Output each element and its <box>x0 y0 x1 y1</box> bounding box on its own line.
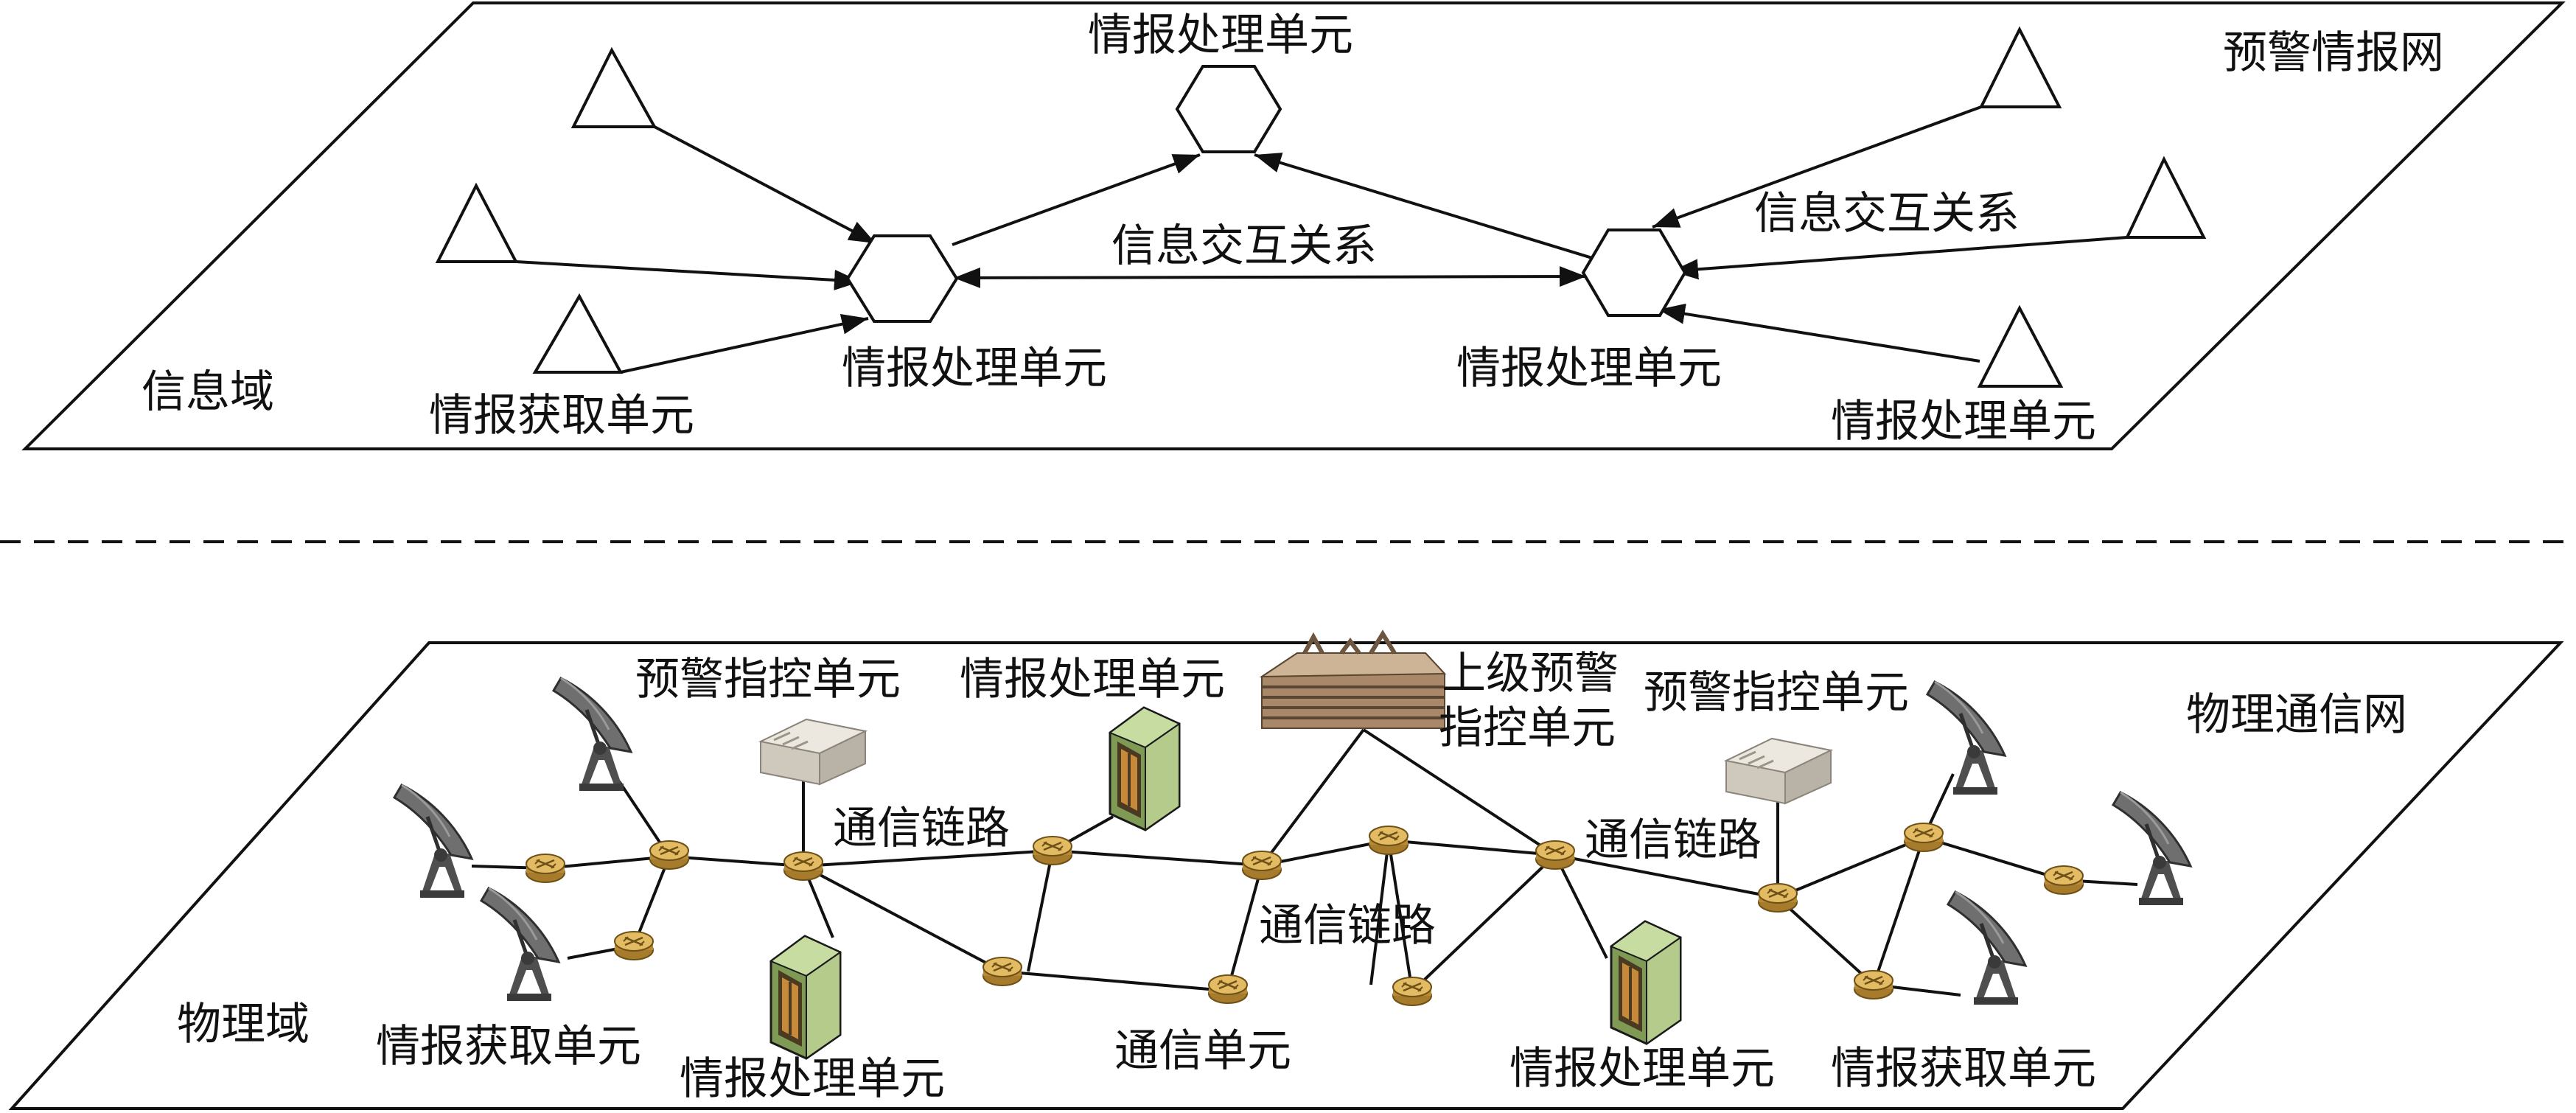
link <box>1554 854 1779 899</box>
link <box>1388 839 1556 856</box>
hexagon-icon <box>1175 65 1282 153</box>
label-link-center: 通信链路 <box>1259 900 1436 952</box>
link <box>1776 896 1875 986</box>
edge-acq-mr-to-proc-right <box>1671 236 2128 280</box>
link <box>1387 840 1414 992</box>
link <box>1923 836 2064 882</box>
router-icon <box>1903 822 1944 853</box>
label-left-processing: 情报处理单元 <box>842 343 1107 394</box>
router-icon <box>1853 969 1894 1000</box>
info-domain-label: 信息域 <box>142 366 274 418</box>
label-link-right: 通信链路 <box>1585 814 1762 866</box>
processing-units <box>845 65 1687 323</box>
server-icon <box>1610 920 1682 1045</box>
label-acquisition-left: 情报获取单元 <box>429 390 694 442</box>
label-acquisition-right: 情报获取单元 <box>1831 1043 2096 1095</box>
triangle-icon <box>570 46 657 128</box>
link <box>1002 970 1210 991</box>
label-superior-line2: 指控单元 <box>1439 702 1616 754</box>
edge-proc-left-to-right <box>953 266 1587 288</box>
router-icon <box>649 840 690 870</box>
label-command-right: 预警指控单元 <box>1644 667 1909 719</box>
router-icon <box>982 956 1023 987</box>
link <box>1362 728 1557 856</box>
link <box>1261 839 1389 867</box>
info-network-label: 预警情报网 <box>2223 27 2444 79</box>
label-acquisition-left: 情报获取单元 <box>376 1021 641 1072</box>
router-icon <box>1757 882 1798 913</box>
edge-top-to-proc-right <box>1254 153 1593 259</box>
info-plane <box>21 1 2566 450</box>
label-superior-line1: 上级预警 <box>1442 648 1619 699</box>
router-icon <box>2043 865 2084 896</box>
edge-acq-br-to-proc-right <box>1658 303 1980 363</box>
label-comm-unit: 通信单元 <box>1114 1025 1291 1077</box>
acquisition-units <box>435 26 2207 388</box>
link <box>632 856 671 946</box>
router-icon <box>1207 974 1249 1005</box>
triangle-icon <box>1978 26 2062 108</box>
label-acquisition-right: 情报处理单元 <box>1831 396 2096 447</box>
link <box>1872 837 1925 985</box>
link <box>1226 865 1263 990</box>
link <box>545 855 670 870</box>
router-icon <box>1392 976 1433 1007</box>
label-processing-bottom-left: 情报处理单元 <box>680 1053 945 1105</box>
label-right-processing: 情报处理单元 <box>1456 343 1722 394</box>
link <box>1369 840 1390 985</box>
hexagon-icon <box>1581 228 1687 317</box>
router-icon <box>1032 835 1073 866</box>
link <box>669 855 804 868</box>
link <box>803 865 1003 973</box>
info-edges <box>515 105 2128 374</box>
router-icon <box>525 853 566 884</box>
link <box>1052 849 1263 867</box>
physical-layer: 物理通信网 物理域 <box>8 634 2564 1110</box>
link <box>1027 850 1054 972</box>
label-top-processing: 情报处理单元 <box>1088 10 1353 61</box>
label-link-left: 通信链路 <box>833 803 1010 854</box>
router-icon <box>783 851 824 882</box>
link <box>1411 854 1557 993</box>
edge-acq-tl-to-proc-left <box>654 125 876 245</box>
triangle-icon <box>2124 156 2207 239</box>
edge-acq-ml-to-proc-left <box>515 260 862 290</box>
link <box>1777 836 1924 899</box>
router-icon <box>1368 825 1409 856</box>
edge-acq-tr-to-proc-right <box>1652 105 1982 228</box>
link <box>803 849 1053 868</box>
edge-acq-bl-to-proc-left <box>620 313 869 374</box>
triangle-icon <box>435 182 519 263</box>
physical-domain-label: 物理域 <box>177 999 310 1050</box>
label-interaction-center: 信息交互关系 <box>1111 220 1377 272</box>
link <box>1260 728 1365 867</box>
router-icon <box>613 930 655 961</box>
label-command-left: 预警指控单元 <box>635 654 901 705</box>
router-icon <box>1241 850 1282 881</box>
edge-proc-left-to-top <box>952 153 1201 246</box>
information-layer: 预警情报网 信息域 情报处理单元 <box>21 1 2566 450</box>
server-icon <box>1109 706 1181 831</box>
label-interaction-right: 信息交互关系 <box>1754 188 2020 240</box>
triangle-icon <box>532 293 624 374</box>
physical-network-label: 物理通信网 <box>2186 689 2407 741</box>
triangle-icon <box>1977 304 2064 388</box>
link <box>1554 854 1608 959</box>
server-icon <box>769 935 842 1060</box>
hexagon-icon <box>845 234 959 323</box>
router-icon <box>1535 840 1576 870</box>
label-processing-top: 情报处理单元 <box>960 654 1225 705</box>
label-processing-bottom-right: 情报处理单元 <box>1509 1043 1775 1095</box>
